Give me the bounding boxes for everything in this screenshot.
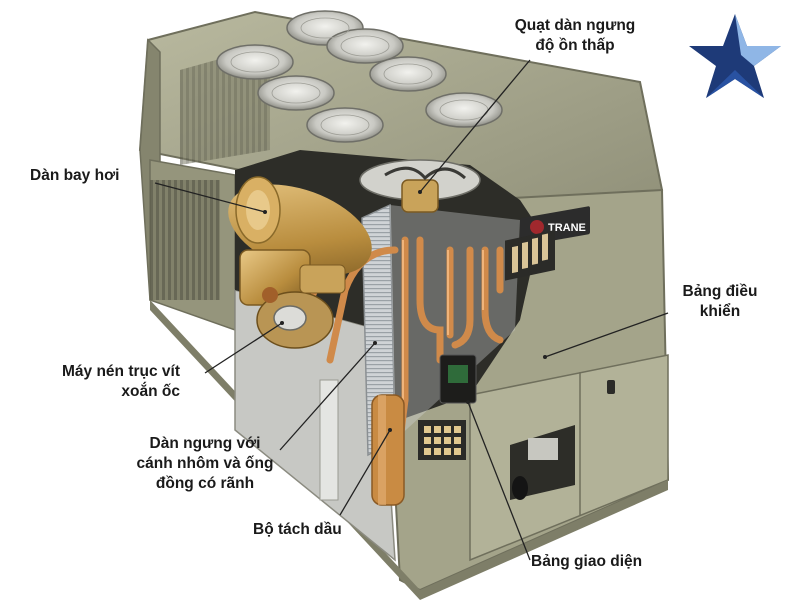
label-control-panel: Bảng điều khiển <box>682 283 758 320</box>
fan-guard-lines <box>230 17 489 136</box>
label-scroll-compressor: Máy nén trục vít xoắn ốc <box>62 363 180 400</box>
label-condenser-fan: Quạt dàn ngưng độ ồn thấp <box>514 17 636 54</box>
door-handle <box>607 380 615 394</box>
oil-separator <box>371 394 405 506</box>
star-logo <box>689 14 781 98</box>
scroll-compressor <box>239 249 346 349</box>
fan-motor <box>359 159 481 213</box>
lower-terminal-block <box>418 420 466 460</box>
leader-lines <box>154 59 669 561</box>
condenser-fans <box>216 10 503 143</box>
label-condenser-coil: Dàn ngưng với cánh nhôm và ống đồng có r… <box>136 435 274 492</box>
label-interface-panel: Bảng giao diện <box>531 553 643 570</box>
brand-text: TRANE <box>548 222 586 234</box>
left-grille <box>150 180 220 300</box>
control-panel-terminals <box>505 230 555 281</box>
copper-tube-highlights <box>402 240 484 400</box>
access-port <box>510 425 575 500</box>
label-oil-separator: Bộ tách dầu <box>253 521 342 538</box>
interface-module <box>439 354 477 404</box>
label-evaporator: Dàn bay hơi <box>30 167 120 184</box>
